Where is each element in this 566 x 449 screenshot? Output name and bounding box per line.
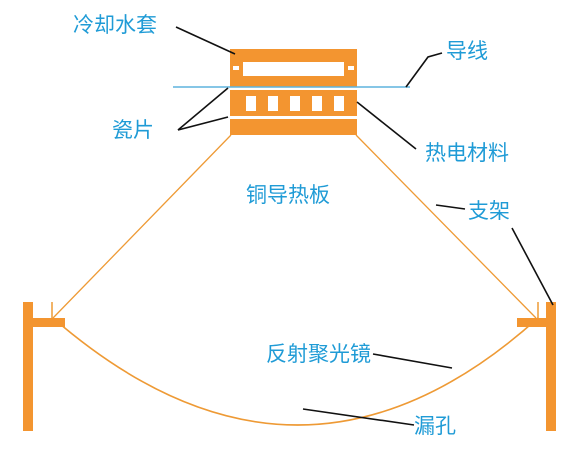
copper-heat-plate [230, 119, 357, 135]
leader-ceramic-b [177, 116, 229, 131]
thermoelectric-slot [246, 96, 256, 111]
thermoelectric-slot [312, 96, 322, 111]
cooling-water-channel [243, 62, 344, 76]
generator-module [230, 49, 357, 135]
thermoelectric-slot [268, 96, 278, 111]
jacket-port-right [348, 66, 354, 70]
thermoelectric-slot [334, 96, 344, 111]
leader-ceramic-a [177, 87, 229, 131]
leader-right-stand [511, 227, 554, 306]
ceramic-plate-upper [230, 87, 357, 90]
leader-reflector [372, 353, 453, 369]
leader-cooling-jacket [175, 26, 236, 55]
stand-left-post [23, 302, 33, 431]
leader-hole [302, 408, 415, 426]
ceramic-plate-lower [230, 116, 357, 119]
label-cooling-jacket: 冷却水套 [73, 13, 157, 37]
label-ceramic-plate: 瓷片 [112, 118, 154, 142]
stand-right-post [546, 302, 556, 431]
stand-right-arm [517, 318, 556, 327]
bracket-line-right [355, 134, 537, 319]
jacket-port-left [233, 66, 239, 70]
label-hole: 漏孔 [414, 414, 456, 438]
label-thermoelectric-material: 热电材料 [425, 141, 509, 165]
leader-thermo-material [356, 101, 417, 150]
bracket-line-left [52, 134, 232, 319]
reflector-mirror [52, 317, 539, 426]
leader-wire [405, 52, 443, 88]
stand-left-arm [23, 318, 65, 327]
label-copper-plate: 铜导热板 [246, 183, 330, 207]
thermoelectric-slot [290, 96, 300, 111]
leader-bracket [435, 204, 466, 210]
label-reflector: 反射聚光镜 [266, 342, 371, 366]
label-wire: 导线 [446, 39, 488, 63]
label-bracket: 支架 [468, 199, 510, 223]
